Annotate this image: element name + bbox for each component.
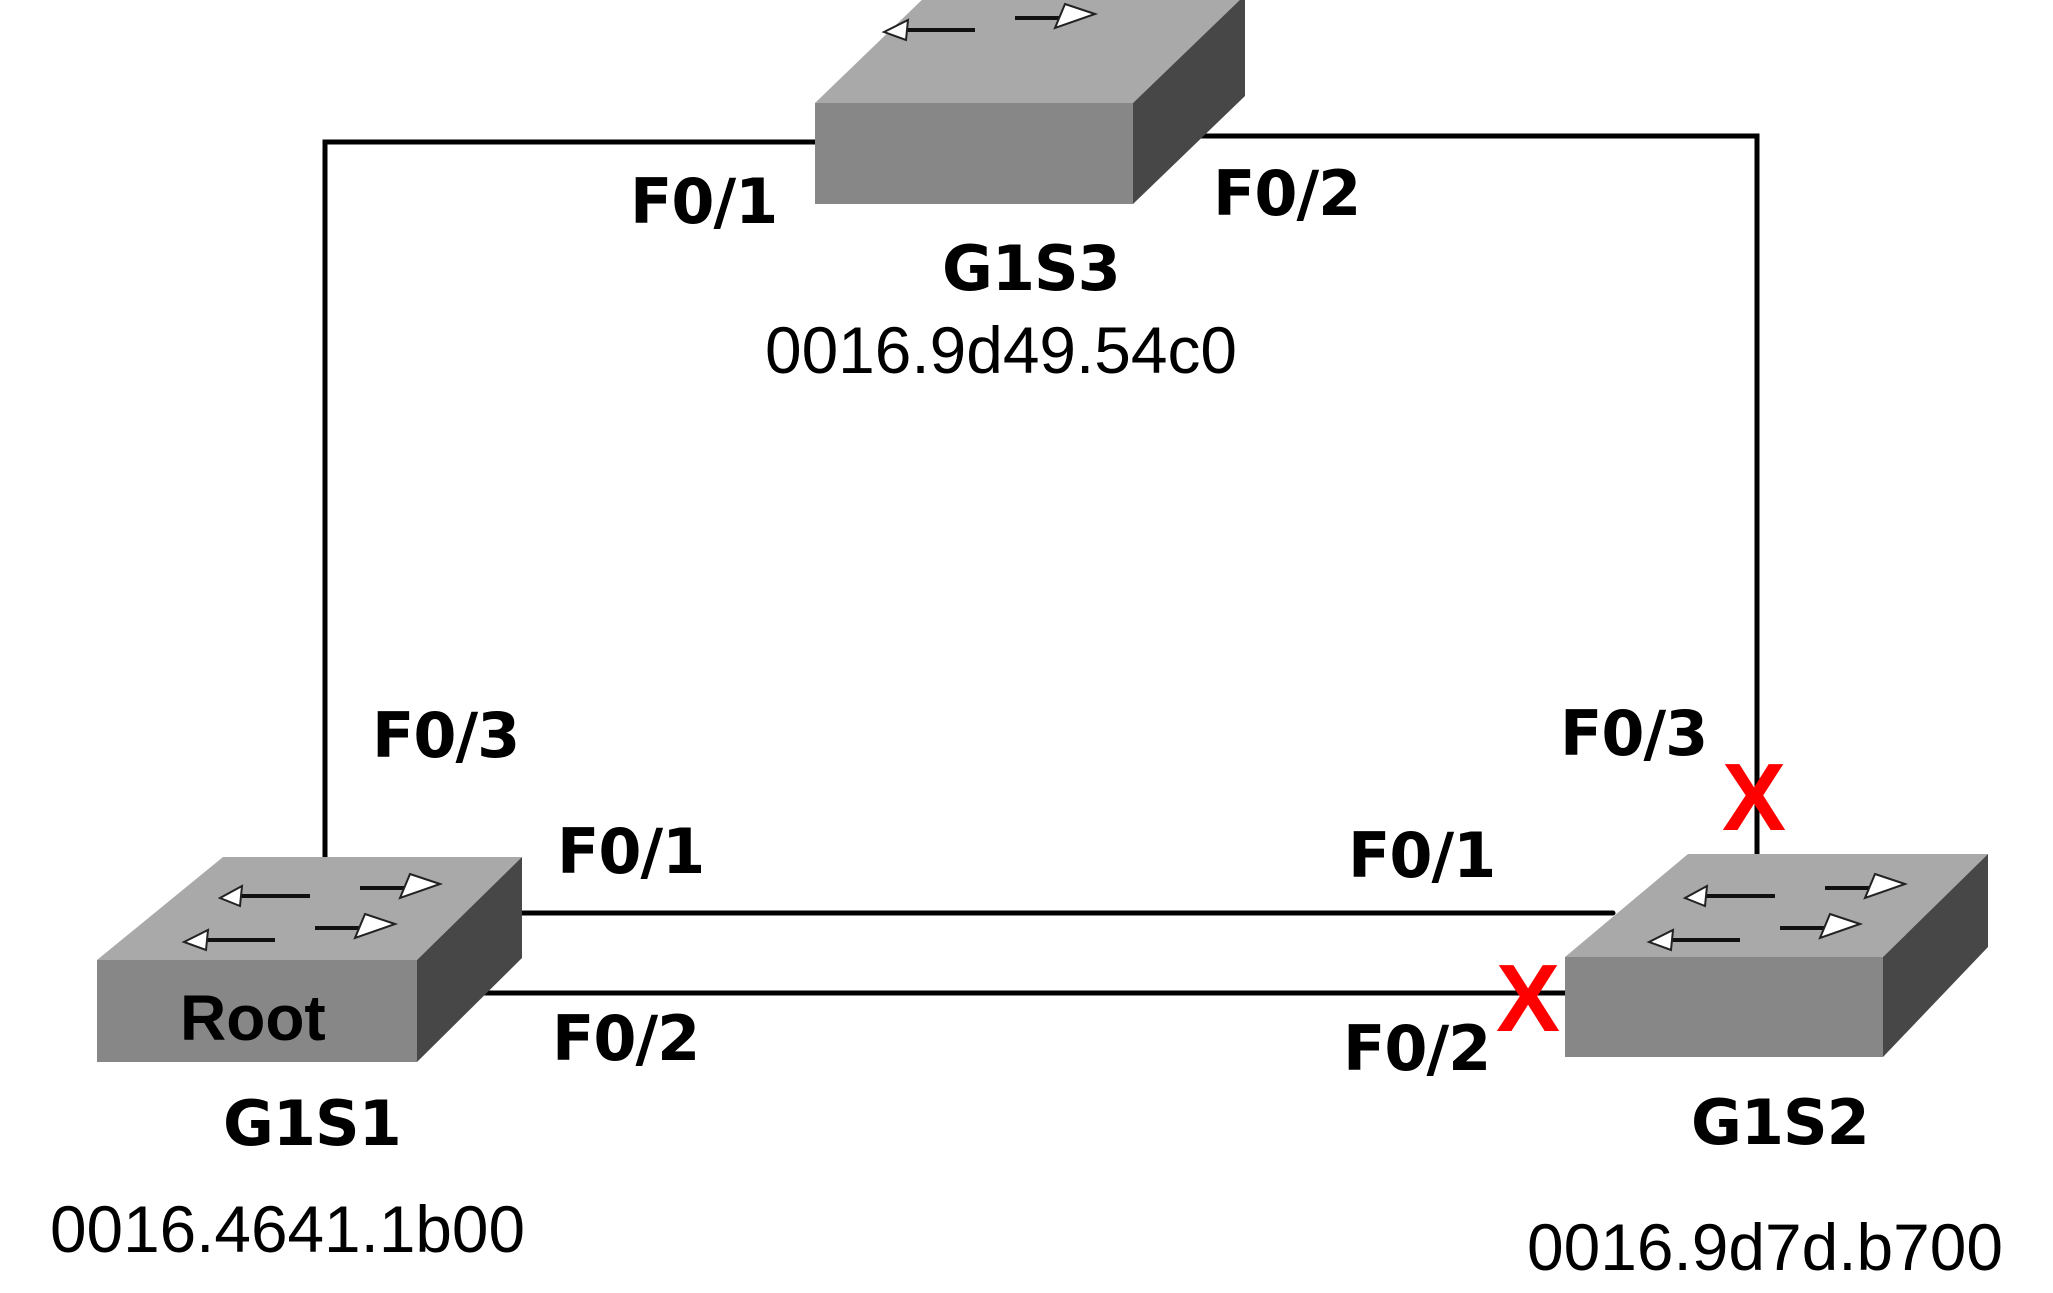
port-label-g1s1-f01: F0/1 bbox=[557, 815, 704, 888]
link-g1s3-f02-to-g1s2-f03 bbox=[1190, 133, 1760, 863]
blocked-port-marker-g1s2-f02: X bbox=[1496, 945, 1560, 1052]
switch-g1s2-front bbox=[1565, 957, 1883, 1057]
port-label-g1s3-f01: F0/1 bbox=[630, 165, 777, 238]
port-label-g1s2-f03: F0/3 bbox=[1560, 697, 1707, 770]
port-label-g1s1-f03: F0/3 bbox=[372, 699, 519, 772]
links bbox=[322, 133, 1760, 996]
switch-name-g1s3: G1S3 bbox=[942, 232, 1120, 305]
switch-name-g1s2: G1S2 bbox=[1691, 1086, 1869, 1159]
switch-g1s3[interactable] bbox=[815, 0, 1245, 204]
switch-g1s1-side bbox=[417, 857, 522, 1062]
blocked-port-marker-g1s2-f03: X bbox=[1722, 744, 1786, 851]
switch-g1s3-top bbox=[815, 0, 1240, 103]
port-label-g1s3-f02: F0/2 bbox=[1213, 157, 1360, 230]
mac-address-g1s2: 0016.9d7d.b700 bbox=[1527, 1210, 2003, 1284]
switch-g1s1[interactable]: Root bbox=[97, 857, 522, 1062]
switch-g1s3-front bbox=[815, 103, 1133, 204]
port-label-g1s2-f01: F0/1 bbox=[1348, 819, 1495, 892]
mac-address-g1s3: 0016.9d49.54c0 bbox=[765, 313, 1237, 387]
root-badge: Root bbox=[180, 982, 326, 1054]
port-label-g1s2-f02: F0/2 bbox=[1343, 1012, 1490, 1085]
switch-name-g1s1: G1S1 bbox=[223, 1087, 401, 1160]
link-g1s1-f03-to-g1s3-f01 bbox=[322, 139, 818, 863]
switch-g1s2[interactable] bbox=[1565, 854, 1988, 1057]
switch-g1s1-front bbox=[97, 960, 417, 1062]
switch-g1s2-side bbox=[1883, 854, 1988, 1057]
mac-address-g1s1: 0016.4641.1b00 bbox=[50, 1192, 525, 1266]
switch-g1s3-side bbox=[1133, 0, 1245, 204]
port-label-g1s1-f02: F0/2 bbox=[552, 1002, 699, 1075]
